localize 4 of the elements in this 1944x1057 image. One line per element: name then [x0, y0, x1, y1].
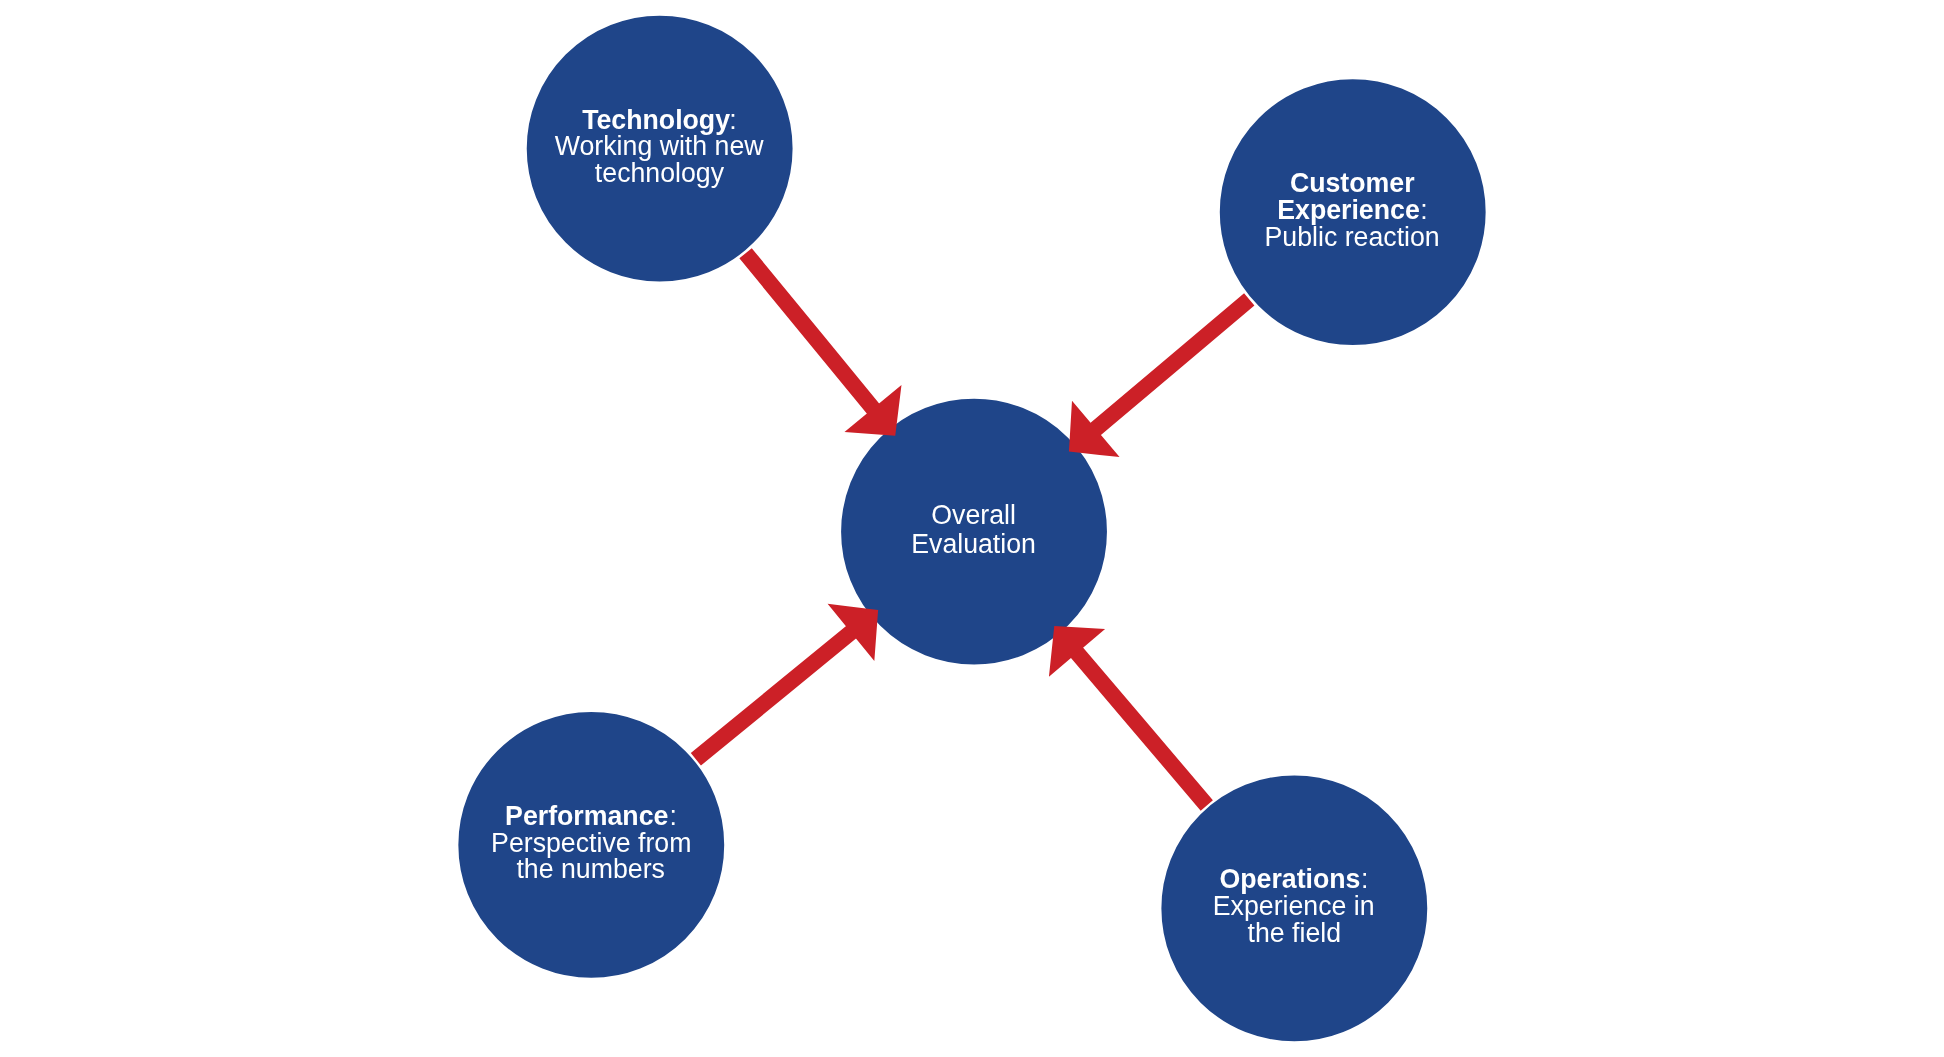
arrow [690, 603, 879, 766]
arrow [739, 248, 902, 436]
arrow [1048, 626, 1213, 811]
arrow [1068, 293, 1255, 458]
